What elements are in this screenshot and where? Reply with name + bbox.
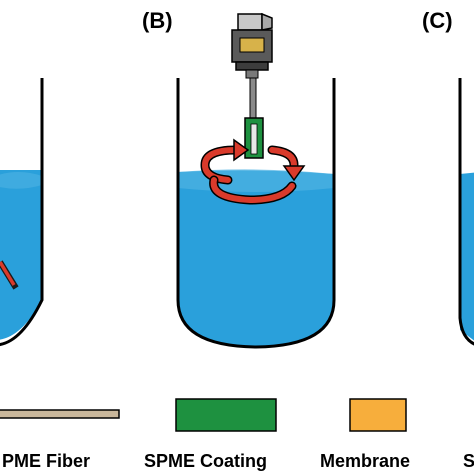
panel-b: (B) bbox=[142, 8, 336, 349]
panel-c-beaker-outline bbox=[458, 78, 474, 346]
legend-coating-label: SPME Coating bbox=[144, 451, 267, 471]
panel-c-water bbox=[460, 172, 474, 341]
legend-partial-label: S bbox=[463, 451, 474, 471]
spme-fiber-core bbox=[250, 123, 258, 155]
legend-membrane-swatch bbox=[349, 398, 407, 432]
stir-arrow-right-head bbox=[282, 165, 306, 182]
panel-a bbox=[0, 78, 44, 347]
stir-arrow-left-head bbox=[233, 138, 250, 162]
panel-b-beaker-outline bbox=[176, 78, 336, 349]
legend-fiber-swatch bbox=[0, 409, 120, 419]
legend: PME Fiber SPME Coating Membrane S bbox=[0, 398, 474, 471]
panel-a-beaker-outline bbox=[0, 78, 44, 347]
panel-b-water bbox=[178, 170, 334, 346]
panel-c: (C) bbox=[422, 8, 474, 346]
panel-a-water-surface bbox=[0, 172, 42, 189]
device-plunger-tip bbox=[261, 12, 273, 31]
panel-b-water-surface bbox=[178, 169, 334, 192]
legend-fiber-label: PME Fiber bbox=[2, 451, 90, 471]
legend-coating-swatch bbox=[175, 398, 277, 432]
panel-c-label: (C) bbox=[422, 8, 453, 33]
device-plunger-top bbox=[237, 13, 263, 31]
device-needle bbox=[249, 77, 257, 119]
device-body-lower bbox=[235, 61, 269, 71]
panel-a-fiber-red bbox=[0, 261, 16, 286]
device-nut bbox=[245, 69, 259, 79]
stirring-arrows bbox=[200, 138, 306, 205]
spme-device bbox=[231, 12, 273, 159]
panel-b-label: (B) bbox=[142, 8, 173, 33]
legend-membrane-label: Membrane bbox=[320, 451, 410, 471]
device-gold-band bbox=[239, 37, 265, 53]
panel-a-water bbox=[0, 170, 42, 340]
